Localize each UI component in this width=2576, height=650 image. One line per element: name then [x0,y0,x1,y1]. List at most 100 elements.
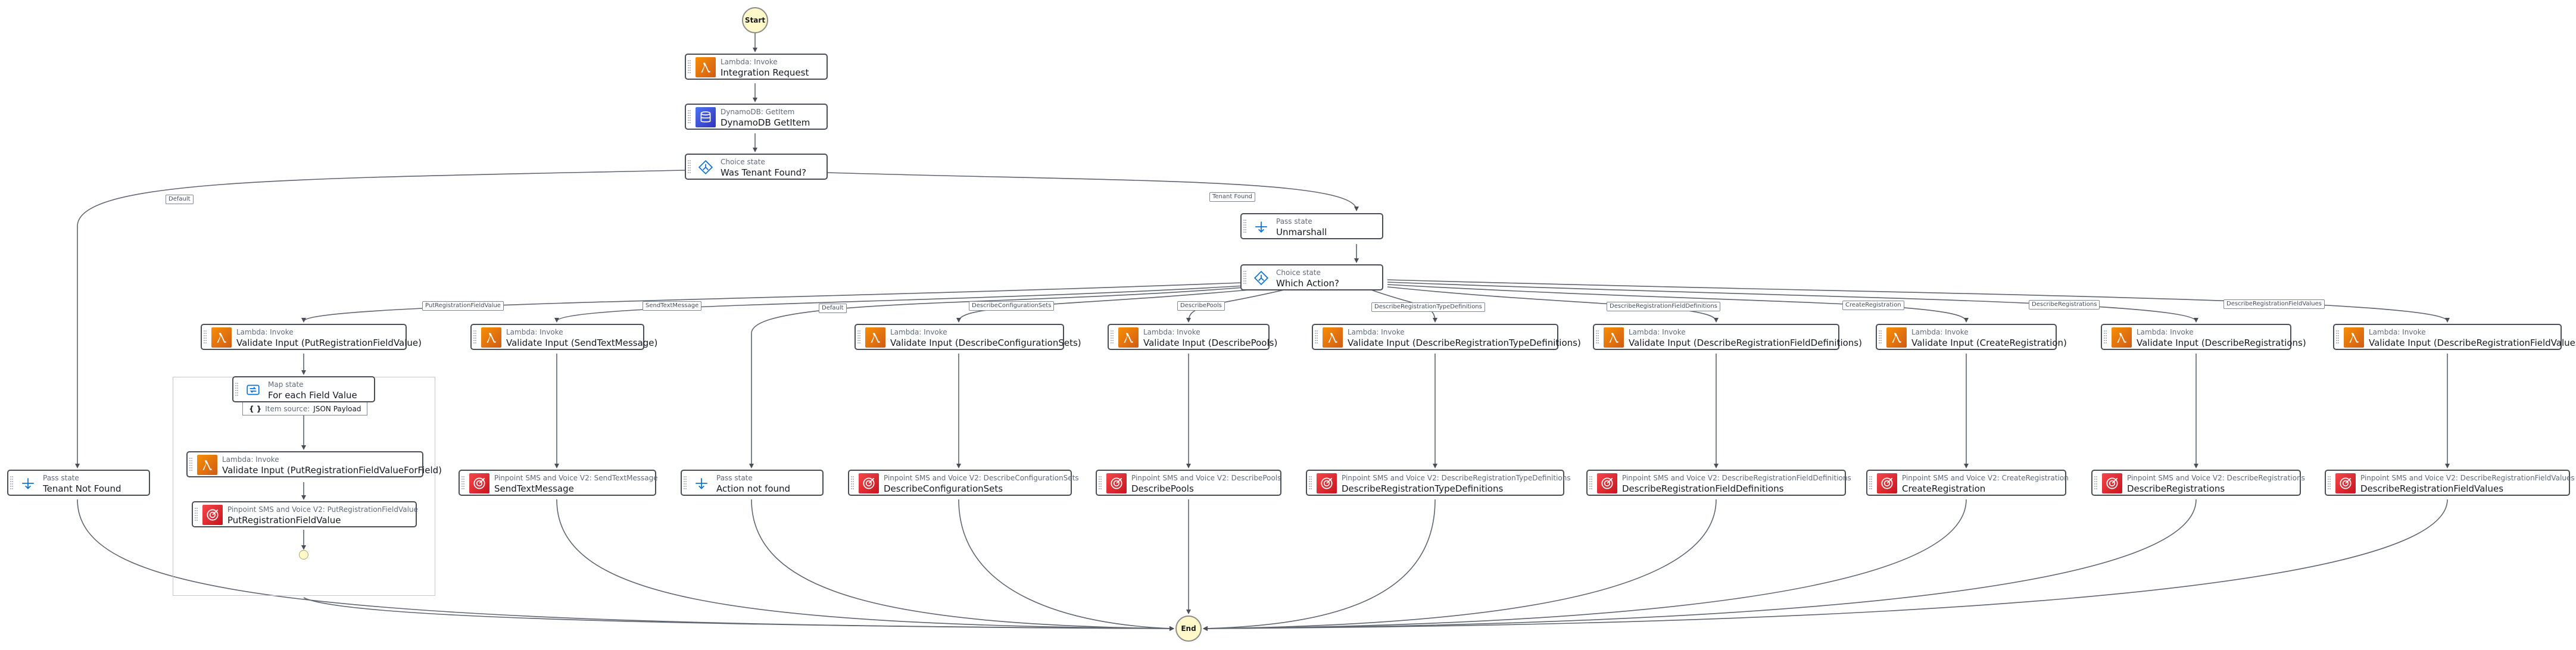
state-name: Integration Request [721,67,809,78]
state-type: Pinpoint SMS and Voice V2: DescribeRegis… [2127,474,2305,482]
state-which-action[interactable]: Choice state Which Action? [1240,264,1383,290]
state-integration-request[interactable]: Lambda: Invoke Integration Request [685,54,828,80]
state-describe-pools[interactable]: Pinpoint SMS and Voice V2: DescribePools… [1096,470,1281,496]
pinpoint-icon [2335,473,2356,493]
state-validate-dr[interactable]: Lambda: Invoke Validate Input (DescribeR… [2101,324,2306,350]
state-validate-dp[interactable]: Lambda: Invoke Validate Input (DescribeP… [1108,324,1277,350]
edge-send [554,285,1245,323]
drag-handle-icon[interactable] [1099,476,1102,489]
drag-handle-icon[interactable] [10,476,13,489]
drag-handle-icon[interactable] [851,476,854,489]
drag-handle-icon[interactable] [1243,220,1246,233]
edge-label-drfd: DescribeRegistrationFieldDefinitions [1607,302,1720,311]
lambda-icon [865,327,885,348]
pinpoint-icon [202,505,223,525]
drag-handle-icon[interactable] [688,110,691,123]
state-validate-put-field[interactable]: Lambda: Invoke Validate Input (PutRegist… [186,451,442,477]
state-describe-configuration-sets[interactable]: Pinpoint SMS and Voice V2: DescribeConfi… [848,470,1079,496]
state-validate-drfd[interactable]: Lambda: Invoke Validate Input (DescribeR… [1593,324,1862,350]
state-validate-cr[interactable]: Lambda: Invoke Validate Input (CreateReg… [1876,324,2067,350]
drag-handle-icon[interactable] [688,60,691,73]
edge-map-end [303,597,1174,631]
state-type: Lambda: Invoke [506,328,563,336]
state-describe-registration-field-definitions[interactable]: Pinpoint SMS and Voice V2: DescribeRegis… [1586,470,1851,496]
edge-label-default-action: Default [819,304,847,313]
drag-handle-icon[interactable] [857,330,860,343]
state-validate-drfv[interactable]: Lambda: Invoke Validate Input (DescribeR… [2333,324,2576,350]
pinpoint-icon [2102,473,2122,493]
state-was-tenant-found[interactable]: Choice state Was Tenant Found? [685,154,828,180]
edge-put [301,282,1242,323]
start-node[interactable]: Start [742,7,768,33]
drag-handle-icon[interactable] [1315,330,1318,343]
state-send-text-message[interactable]: Pinpoint SMS and Voice V2: SendTextMessa… [459,470,658,496]
drag-handle-icon[interactable] [204,330,207,343]
edge-label-dp: DescribePools [1177,301,1225,311]
state-name: Validate Input (DescribePools) [1143,338,1278,348]
state-name: Validate Input (DescribeRegistrationFiel… [2369,338,2576,348]
dynamodb-icon [696,107,716,127]
state-name: Validate Input (SendTextMessage) [506,338,658,348]
edge-label-drfv: DescribeRegistrationFieldValues [2223,299,2325,309]
drag-handle-icon[interactable] [2104,330,2107,343]
state-name: Validate Input (DescribeRegistrations) [2137,338,2306,348]
state-name: Validate Input (DescribeRegistrationType… [1348,338,1581,348]
drag-handle-icon[interactable] [1589,476,1592,489]
drag-handle-icon[interactable] [1243,271,1246,284]
drag-handle-icon[interactable] [473,330,476,343]
json-braces-icon: { } [249,404,262,413]
state-map-for-each[interactable]: Map state For each Field Value [232,376,375,402]
state-unmarshall[interactable]: Pass state Unmarshall [1240,213,1383,239]
drag-handle-icon[interactable] [1596,330,1599,343]
state-type: Lambda: Invoke [2369,328,2426,336]
state-type: Pinpoint SMS and Voice V2: DescribePools [1131,474,1281,482]
state-name: Validate Input (PutRegistrationFieldValu… [236,338,422,348]
edge-anf-end [751,499,1174,631]
pinpoint-icon [1317,473,1337,493]
state-validate-put[interactable]: Lambda: Invoke Validate Input (PutRegist… [201,324,422,350]
state-describe-registration-field-values[interactable]: Pinpoint SMS and Voice V2: DescribeRegis… [2325,470,2575,496]
state-type: Choice state [721,158,765,166]
drag-handle-icon[interactable] [2336,330,2339,343]
lambda-icon [2344,327,2364,348]
state-validate-send[interactable]: Lambda: Invoke Validate Input (SendTextM… [470,324,657,350]
end-node[interactable]: End [1175,615,1202,642]
edge-label-dr: DescribeRegistrations [2029,300,2100,310]
state-validate-drtd[interactable]: Lambda: Invoke Validate Input (DescribeR… [1312,324,1581,350]
state-put-registration-field-value[interactable]: Pinpoint SMS and Voice V2: PutRegistrati… [192,501,418,527]
state-type: Lambda: Invoke [1143,328,1200,336]
drag-handle-icon[interactable] [195,508,198,521]
pass-icon [1251,217,1271,237]
drag-handle-icon[interactable] [461,476,464,489]
drag-handle-icon[interactable] [2094,476,2097,489]
state-action-not-found[interactable]: Pass state Action not found [681,470,824,496]
drag-handle-icon[interactable] [1879,330,1882,343]
drag-handle-icon[interactable] [235,383,238,396]
drag-handle-icon[interactable] [189,458,192,471]
start-label: Start [744,16,766,24]
state-name: DynamoDB GetItem [721,117,810,128]
drag-handle-icon[interactable] [1869,476,1872,489]
state-type: Pinpoint SMS and Voice V2: PutRegistrati… [227,505,418,514]
state-describe-registration-type-definitions[interactable]: Pinpoint SMS and Voice V2: DescribeRegis… [1306,470,1571,496]
pinpoint-icon [1877,473,1897,493]
state-name: DescribeConfigurationSets [884,483,1003,494]
drag-handle-icon[interactable] [688,160,691,173]
edge-label-cr: CreateRegistration [1842,301,1904,310]
state-tenant-not-found[interactable]: Pass state Tenant Not Found [7,470,150,496]
state-validate-dcs[interactable]: Lambda: Invoke Validate Input (DescribeC… [854,324,1081,350]
edge-pcr-end [1203,499,1967,631]
drag-handle-icon[interactable] [2328,476,2331,489]
state-dynamodb-getitem[interactable]: DynamoDB: GetItem DynamoDB GetItem [685,104,828,130]
state-describe-registrations[interactable]: Pinpoint SMS and Voice V2: DescribeRegis… [2091,470,2305,496]
state-name: DescribePools [1131,483,1194,494]
state-type: Pinpoint SMS and Voice V2: DescribeRegis… [2360,474,2575,482]
drag-handle-icon[interactable] [1111,330,1114,343]
state-type: Lambda: Invoke [1629,328,1686,336]
drag-handle-icon[interactable] [1309,476,1312,489]
state-type: Lambda: Invoke [1348,328,1405,336]
edge-pdcs-end [958,499,1174,631]
drag-handle-icon[interactable] [684,476,687,489]
state-type: Lambda: Invoke [2137,328,2194,336]
state-create-registration[interactable]: Pinpoint SMS and Voice V2: CreateRegistr… [1866,470,2069,496]
